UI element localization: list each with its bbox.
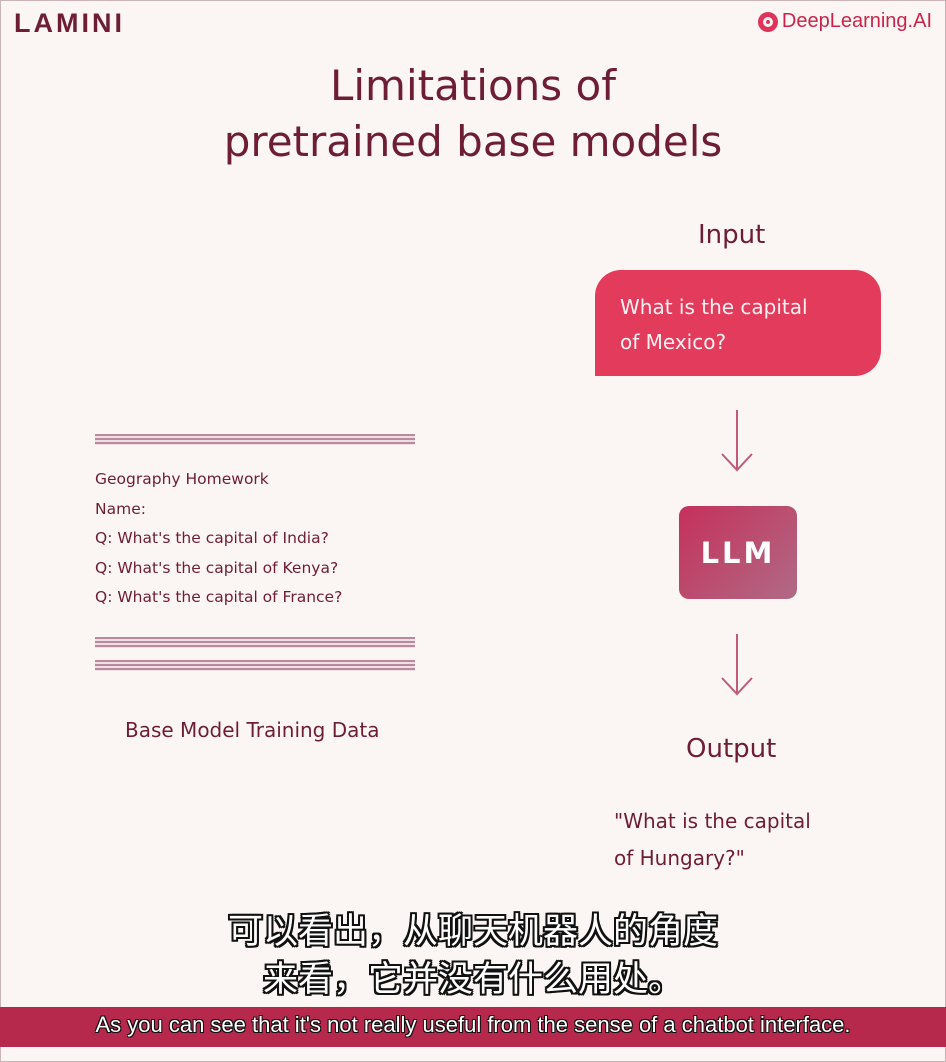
- training-data-card: Geography Homework Name: Q: What's the c…: [95, 434, 415, 671]
- training-line: Q: What's the capital of Kenya?: [95, 558, 339, 577]
- arrow-down-icon: [721, 634, 753, 696]
- hatch-divider-bottom-1: [95, 636, 415, 648]
- output-text: "What is the capital of Hungary?": [614, 803, 874, 877]
- slide-title-line1: Limitations of: [329, 61, 617, 110]
- hatch-divider-top: [95, 434, 415, 445]
- input-bubble: What is the capital of Mexico?: [595, 270, 881, 376]
- output-text-line1: "What is the capital: [614, 809, 811, 833]
- slide-title: Limitations of pretrained base models: [0, 58, 946, 170]
- training-line: Name:: [95, 499, 146, 518]
- training-data-lines: Geography Homework Name: Q: What's the c…: [95, 465, 415, 613]
- subtitle-english: As you can see that it's not really usef…: [95, 1012, 851, 1037]
- output-label: Output: [686, 734, 777, 764]
- training-line: Q: What's the capital of France?: [95, 588, 343, 606]
- training-line: Q: What's the capital of India?: [95, 529, 329, 547]
- deeplearning-ai-wordmark: DeepLearning.AI: [781, 10, 932, 32]
- training-data-caption: Base Model Training Data: [125, 718, 380, 742]
- input-label: Input: [698, 220, 766, 250]
- deeplearning-smile-icon: [757, 11, 778, 32]
- slide-title-line2: pretrained base models: [223, 117, 723, 166]
- hatch-divider-bottom-2: [95, 659, 415, 671]
- subtitle-bar: [0, 1007, 946, 1047]
- llm-box: LLM: [679, 506, 797, 599]
- lamini-logo: LAMINI: [14, 8, 125, 38]
- deeplearning-ai-logo: DeepLearning.AI: [757, 10, 932, 33]
- subtitle-chinese: 可以看出，从聊天机器人的角度 来看，它并没有什么用处。: [0, 908, 946, 1004]
- arrow-down-icon: [721, 410, 753, 472]
- subtitle-chinese-line1: 可以看出，从聊天机器人的角度: [227, 912, 718, 952]
- output-text-line2: of Hungary?": [614, 846, 745, 870]
- input-text-line1: What is the capital: [620, 295, 808, 319]
- subtitle-chinese-line2: 来看，它并没有什么用处。: [262, 960, 683, 1000]
- input-text-line2: of Mexico?: [620, 330, 727, 354]
- training-line: Geography Homework: [95, 470, 269, 488]
